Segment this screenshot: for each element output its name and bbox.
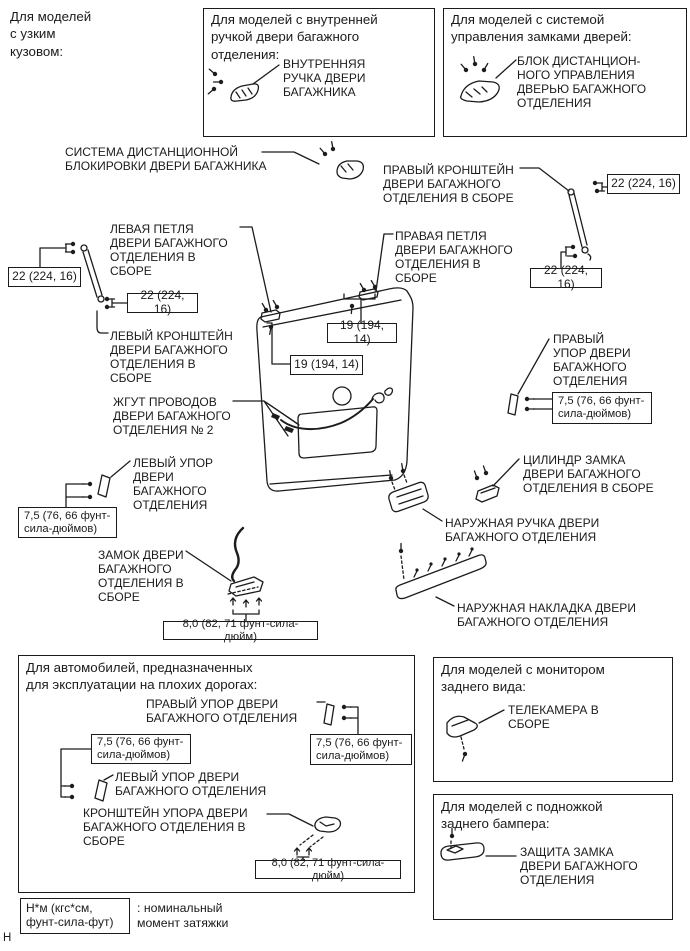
- door-lock-label: ЗАМОК ДВЕРИ БАГАЖНОГО ОТДЕЛЕНИЯ В СБОРЕ: [98, 548, 184, 605]
- remote-lock-system-icon: [261, 140, 365, 180]
- right-strut-drawing: [519, 167, 608, 269]
- door-lock-drawing: [185, 526, 264, 623]
- wire-harness-drawing: [232, 387, 394, 437]
- right-bracket-label: ПРАВЫЙ КРОНШТЕЙН ДВЕРИ БАГАЖНОГО ОТДЕЛЕН…: [383, 163, 514, 206]
- rough-roads-right-stop-label: ПРАВЫЙ УПОР ДВЕРИ БАГАЖНОГО ОТДЕЛЕНИЯ: [146, 697, 298, 726]
- right-stop-label: ПРАВЫЙ УПОР ДВЕРИ БАГАЖНОГО ОТДЕЛЕНИЯ: [553, 332, 631, 389]
- hinge-torque-leader-left: [266, 322, 291, 365]
- rear-monitor-title: Для моделей с монитором заднего вида:: [441, 662, 605, 695]
- torque-strut-top-right: 22 (224, 16): [607, 174, 680, 194]
- left-bracket-label: ЛЕВЫЙ КРОНШТЕЙН ДВЕРИ БАГАЖНОГО ОТДЕЛЕНИ…: [110, 329, 233, 386]
- right-hinge-drawing: [348, 233, 394, 315]
- option-box-lock-control: [443, 8, 687, 137]
- torque-right-stop: 7,5 (76, 66 фунт- сила-дюймов): [552, 392, 652, 424]
- hinge-torque-leader-right: [343, 293, 376, 324]
- left-hinge-label: ЛЕВАЯ ПЕТЛЯ ДВЕРИ БАГАЖНОГО ОТДЕЛЕНИЯ В …: [110, 222, 228, 279]
- door-lock-control-icon: [458, 55, 517, 103]
- stop-bracket-label: КРОНШТЕЙН УПОРА ДВЕРИ БАГАЖНОГО ОТДЕЛЕНИ…: [83, 806, 248, 849]
- rough-roads-left-stop-label: ЛЕВЫЙ УПОР ДВЕРИ БАГАЖНОГО ОТДЕЛЕНИЯ: [115, 770, 267, 799]
- legend-units-box: Н*м (кгс*см, фунт-сила-фут): [20, 898, 130, 934]
- rough-roads-left-stop-drawing: [60, 748, 114, 802]
- inner-handle-label: ВНУТРЕННЯЯ РУЧКА ДВЕРИ БАГАЖНИКА: [283, 57, 366, 100]
- torque-hinge-right: 19 (194, 14): [327, 318, 397, 346]
- legend-meaning: : номинальный момент затяжки: [137, 901, 229, 930]
- option-box-rear-monitor: [433, 657, 673, 782]
- torque-left-stop: 7,5 (76, 66 фунт- сила-дюймов): [18, 507, 117, 538]
- camera-icon: [446, 709, 505, 763]
- option-box-lock-control-title: Для моделей с системой управления замкам…: [451, 12, 632, 45]
- wire-harness-label: ЖГУТ ПРОВОДОВ ДВЕРИ БАГАЖНОГО ОТДЕЛЕНИЯ …: [113, 395, 231, 438]
- outer-garnish-label: НАРУЖНАЯ НАКЛАДКА ДВЕРИ БАГАЖНОГО ОТДЕЛЕ…: [457, 601, 636, 630]
- lock-protector-label: ЗАЩИТА ЗАМКА ДВЕРИ БАГАЖНОГО ОТДЕЛЕНИЯ: [520, 845, 638, 888]
- lock-cylinder-icon: [471, 458, 520, 503]
- outer-handle-label: НАРУЖНАЯ РУЧКА ДВЕРИ БАГАЖНОГО ОТДЕЛЕНИЯ: [445, 516, 600, 545]
- left-strut-drawing: [39, 241, 128, 334]
- lock-control-label: БЛОК ДИСТАНЦИОН- НОГО УПРАВЛЕНИЯ ДВЕРЬЮ …: [517, 54, 647, 111]
- right-hinge-label: ПРАВАЯ ПЕТЛЯ ДВЕРИ БАГАЖНОГО ОТДЕЛЕНИЯ В…: [395, 229, 513, 286]
- torque-rough-right-stop: 7,5 (76, 66 фунт- сила-дюймов): [310, 734, 412, 765]
- inner-handle-icon: [206, 64, 280, 102]
- option-box-inner-handle-title: Для моделей с внутренней ручкой двери ба…: [211, 12, 378, 62]
- torque-rough-left-stop: 7,5 (76, 66 фунт- сила-дюймов): [91, 734, 191, 764]
- bumper-step-title: Для моделей с подножкой заднего бампера:: [441, 799, 603, 832]
- left-stop-drawing: [65, 460, 131, 508]
- torque-door-lock: 8,0 (82, 71 фунт-сила-дюйм): [163, 618, 318, 643]
- torque-strut-bottom-left: 22 (224, 16): [127, 288, 198, 316]
- rough-roads-title: Для автомобилей, предназначенных для экс…: [26, 660, 258, 693]
- option-box-bumper-step: [433, 794, 673, 920]
- rough-roads-right-stop-drawing: [316, 701, 359, 735]
- corner-mark: Н: [3, 932, 12, 944]
- left-hinge-drawing: [239, 226, 281, 336]
- camera-label: ТЕЛЕКАМЕРА В СБОРЕ: [508, 703, 599, 732]
- left-stop-label: ЛЕВЫЙ УПОР ДВЕРИ БАГАЖНОГО ОТДЕЛЕНИЯ: [133, 456, 214, 513]
- lock-cylinder-label: ЦИЛИНДР ЗАМКА ДВЕРИ БАГАЖНОГО ОТДЕЛЕНИЯ …: [523, 453, 654, 496]
- lock-protector-icon: [440, 827, 517, 861]
- outer-handle-icon: [386, 462, 443, 522]
- right-stop-drawing: [507, 338, 553, 416]
- remote-lock-system-label: СИСТЕМА ДИСТАНЦИОННОЙ БЛОКИРОВКИ ДВЕРИ Б…: [65, 145, 267, 174]
- option-box-inner-handle: [203, 8, 435, 137]
- torque-hinge-left: 19 (194, 14): [290, 355, 363, 375]
- narrow-body-note: Для моделей с узким кузовом:: [10, 9, 92, 59]
- torque-strut-bottom-right: 22 (224, 16): [530, 263, 602, 291]
- option-box-rough-roads: [18, 655, 415, 893]
- torque-stop-bracket: 8,0 (82, 71 фунт-сила-дюйм): [255, 857, 401, 882]
- outer-garnish-icon: [395, 542, 487, 607]
- torque-strut-top-left: 22 (224, 16): [8, 267, 81, 287]
